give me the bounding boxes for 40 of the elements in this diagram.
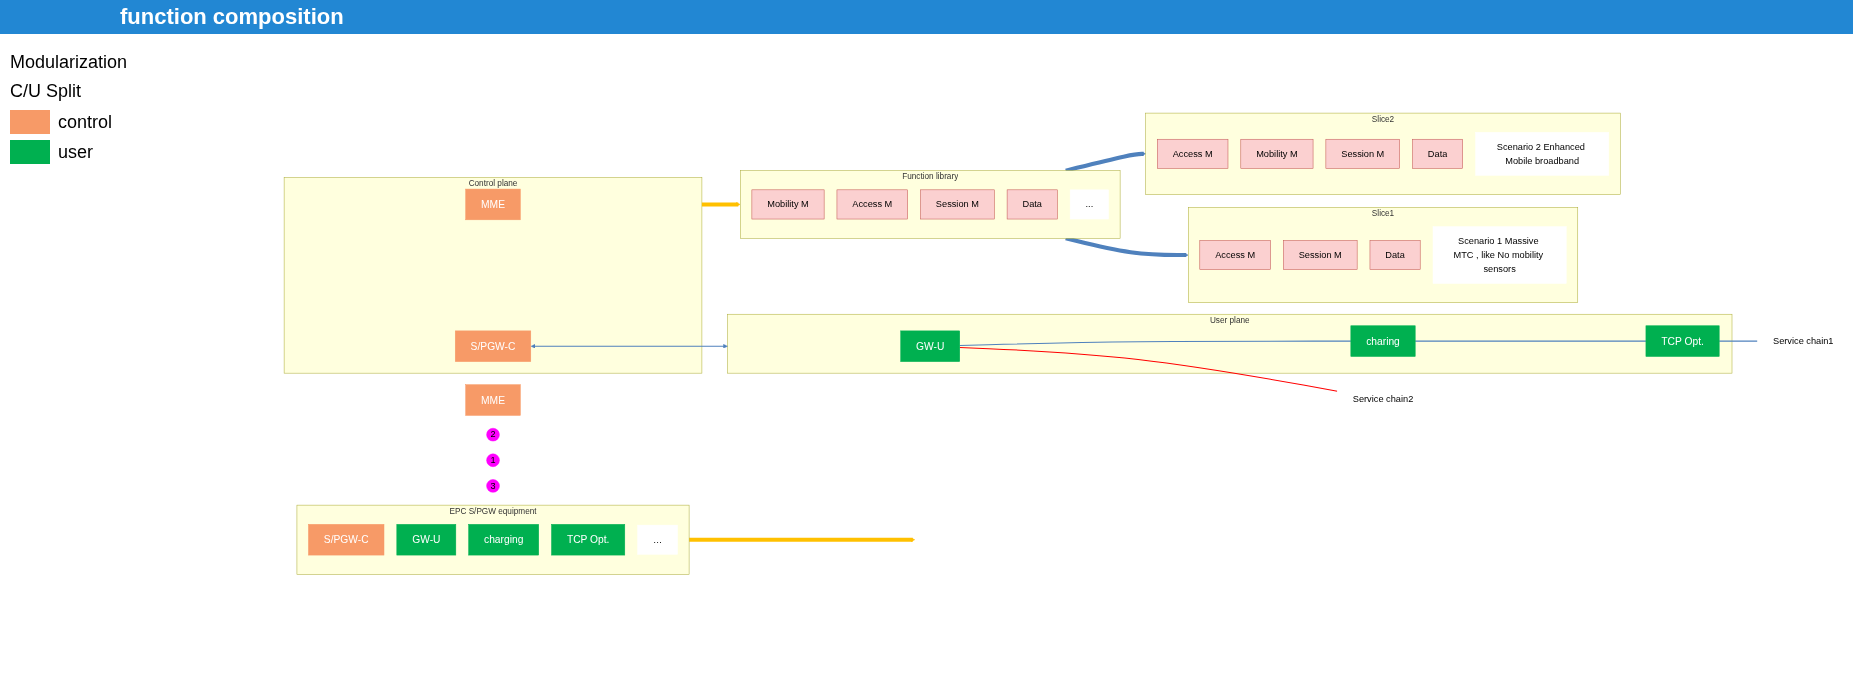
connector bbox=[959, 347, 1338, 392]
arrow bbox=[689, 537, 916, 543]
node-box: charging bbox=[468, 524, 539, 556]
legend-label: user bbox=[58, 141, 93, 163]
node-box: Data bbox=[1412, 139, 1463, 169]
node-box: GW-U bbox=[396, 524, 457, 556]
node-box: MME bbox=[465, 384, 521, 416]
node-box: Session M bbox=[1283, 240, 1358, 271]
node-box: Session M bbox=[920, 189, 995, 220]
node-box: S/PGW-C bbox=[455, 330, 532, 363]
node-box: S/PGW-C bbox=[308, 524, 385, 556]
title: function composition bbox=[120, 4, 344, 29]
node-text: Service chain2 bbox=[1352, 394, 1414, 405]
node-box: TCP Opt. bbox=[1645, 325, 1720, 358]
arrow bbox=[530, 344, 728, 349]
node-box: TCP Opt. bbox=[551, 524, 626, 556]
node-box: charing bbox=[1350, 325, 1416, 358]
node-box: Data bbox=[1369, 240, 1421, 271]
node-label: Scenario 2 Enhanced Mobile broadband bbox=[1496, 141, 1585, 166]
node-box: Data bbox=[1006, 189, 1058, 220]
connector bbox=[1718, 340, 1759, 342]
node-box: MME bbox=[465, 189, 521, 221]
node-box: Access M bbox=[1157, 139, 1229, 169]
node-circle: 1 bbox=[486, 453, 500, 468]
node-box: Access M bbox=[1199, 240, 1271, 271]
node-circle: 3 bbox=[486, 479, 500, 493]
node-box: GW-U bbox=[900, 330, 960, 363]
arrow bbox=[701, 202, 741, 207]
node-box: Access M bbox=[836, 189, 908, 220]
node-box: Mobility M bbox=[1240, 139, 1314, 169]
node-box: Session M bbox=[1325, 139, 1400, 169]
note-text: C/U Split bbox=[10, 81, 82, 102]
connector bbox=[959, 340, 1352, 347]
note-text: Modularization bbox=[10, 52, 129, 73]
node-circle: 2 bbox=[486, 428, 500, 442]
connector bbox=[1414, 340, 1647, 342]
node-box: Mobility M bbox=[751, 189, 825, 220]
node-label: Scenario 1 Massive MTC , like No mobility sensors bbox=[1453, 236, 1544, 275]
node-text: Service chain1 bbox=[1773, 336, 1834, 347]
legend-label: control bbox=[58, 111, 113, 133]
